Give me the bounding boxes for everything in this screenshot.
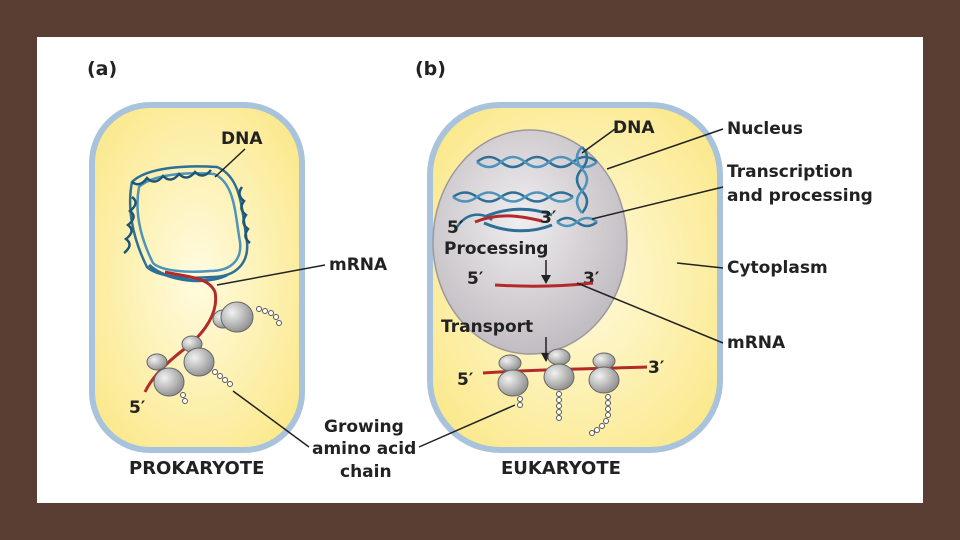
prokaryote-dna: [123, 165, 251, 279]
transcription-leader: [591, 186, 724, 220]
figure-panel: (a) DNA m​RNA 5′ PROKARYOTE (b): [37, 37, 923, 503]
processing-label: Processing: [444, 239, 548, 259]
eukaryote-title: EUKARYOTE: [501, 458, 621, 479]
eukaryote-dna-label: DNA: [613, 118, 655, 138]
transcription-label-line2: and processing: [727, 186, 873, 206]
mrna-leader: [576, 282, 724, 344]
nucleus-label: Nucleus: [727, 119, 803, 139]
cytoplasm-label: Cytoplasm: [727, 258, 828, 278]
prokaryote-dna-label: DNA: [221, 129, 263, 149]
transport-label: Transport: [441, 317, 533, 337]
prokaryote-mrna-label: m​RNA: [329, 255, 388, 275]
nucleus-leader: [606, 128, 724, 170]
prokaryote-five-prime: 5′: [129, 398, 146, 418]
eukaryote-dna: [452, 146, 598, 228]
eukaryote-three-prime-top: 3′: [540, 208, 557, 228]
panel-a-tag: (a): [87, 58, 117, 80]
eukaryote-three-prime-bottom: 3′: [648, 358, 665, 378]
mrna-label: mRNA: [727, 333, 786, 353]
eukaryote-ribosomes: [497, 348, 620, 397]
growing-chain-leader-left: [232, 390, 310, 448]
eukaryote-amino-chains: [517, 391, 611, 436]
growing-chain-line3: chain: [340, 462, 392, 482]
prokaryote-title: PROKARYOTE: [129, 458, 264, 479]
growing-chain-leader-right: [418, 404, 516, 448]
eukaryote-five-prime-top: 5′: [447, 218, 464, 238]
eukaryote-five-prime-mid: 5′: [467, 269, 484, 289]
prokaryote-mrna-leader: [216, 264, 326, 286]
prokaryote-ribosomes: [146, 301, 254, 397]
growing-chain-line2: amino acid: [312, 439, 416, 459]
cytoplasm-leader: [676, 262, 724, 269]
prokaryote-dna-leader: [214, 148, 246, 178]
transcription-label-line1: Transcription: [727, 162, 853, 182]
processing-arrowhead: [541, 275, 551, 284]
transcription-translation-diagram: (a) DNA m​RNA 5′ PROKARYOTE (b): [87, 58, 873, 482]
panel-b-tag: (b): [415, 58, 446, 80]
eukaryote-five-prime-bottom: 5′: [457, 370, 474, 390]
prokaryote-transcription-bubble: [147, 263, 228, 283]
prokaryote-amino-chains: [180, 306, 282, 404]
growing-chain-line1: Growing: [324, 417, 404, 437]
eukaryote-transcription-bubble: [483, 207, 553, 233]
eukaryote-pre-mrna: [474, 214, 543, 224]
eukaryote-processed-mrna: [494, 281, 594, 288]
eukaryote-dna-leader: [581, 128, 616, 154]
